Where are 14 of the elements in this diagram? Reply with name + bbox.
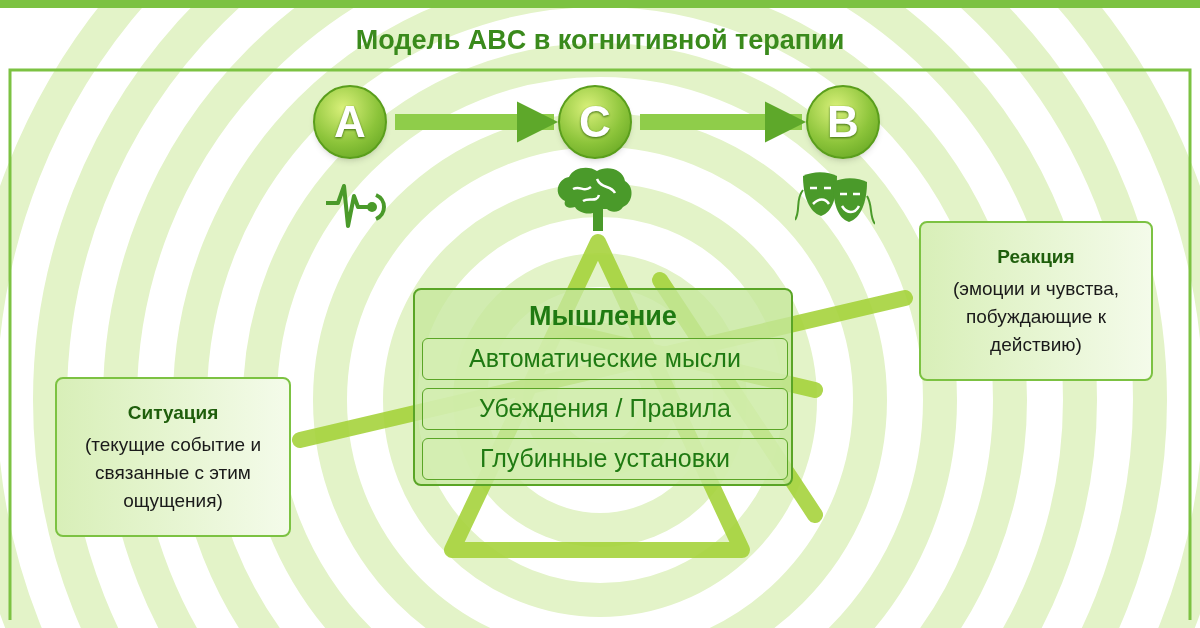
card-text: (текущие событие и связанные с этим ощущения) <box>83 433 263 514</box>
info-card <box>55 377 291 537</box>
title-text: Модель ABC в когнитивной терапии <box>354 24 846 57</box>
arrow <box>640 101 807 143</box>
level-box: Убеждения / Правила <box>422 388 788 430</box>
card-heading: Ситуация <box>127 400 219 425</box>
group-box <box>413 288 793 486</box>
level-box: Автоматические мысли <box>422 338 788 380</box>
group-heading: Мышление <box>528 300 678 333</box>
card-heading: Реакция <box>997 244 1075 269</box>
arrow <box>395 101 559 143</box>
card-text: (эмоции и чувства, побуждающие к действию) <box>951 277 1121 358</box>
level-box: Глубинные установки <box>422 438 788 480</box>
info-card <box>919 221 1153 381</box>
